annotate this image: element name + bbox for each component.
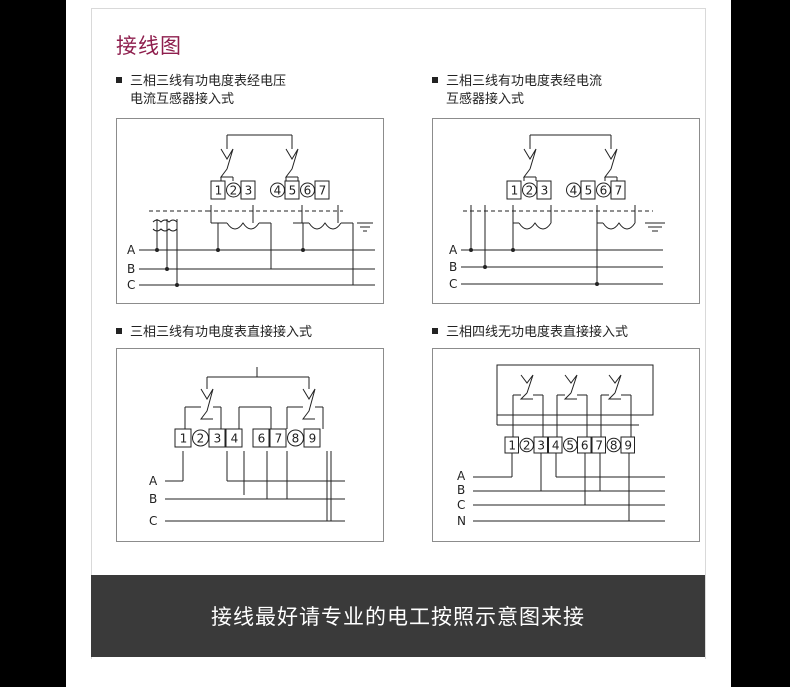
phase-label-C: C xyxy=(457,498,465,512)
terminal-3-outline xyxy=(536,180,552,200)
phase-label-A: A xyxy=(449,243,458,257)
phase-label-C: C xyxy=(149,514,157,528)
phase-label-B: B xyxy=(149,492,157,506)
footer-banner: 接线最好请专业的电工按照示意图来接 xyxy=(91,575,705,657)
bullet-icon xyxy=(432,327,438,334)
terminal-1-outline xyxy=(210,180,226,200)
terminal-2-label: 2 xyxy=(523,439,531,453)
terminal-6-label: 6 xyxy=(304,184,312,198)
terminal-3-outline xyxy=(533,436,548,454)
terminal-9-outline xyxy=(303,428,321,448)
terminal-5-outline xyxy=(580,180,596,200)
terminal-1-outline xyxy=(504,436,519,454)
terminal-7-label: 7 xyxy=(595,439,603,453)
terminal-1-label: 1 xyxy=(508,439,516,453)
terminal-9-outline xyxy=(620,436,635,454)
diagram-2-caption: 三相三线有功电度表经电流 互感器接入式 xyxy=(432,73,602,109)
terminal-7-outline xyxy=(610,180,626,200)
terminal-4-outline xyxy=(548,436,563,454)
terminal-7-outline xyxy=(591,436,606,454)
phase-label-A: A xyxy=(457,469,466,483)
terminal-6-outline xyxy=(577,436,592,454)
terminal-5-outline xyxy=(284,180,300,200)
terminal-7-label: 7 xyxy=(275,432,283,446)
terminal-3-label: 3 xyxy=(245,184,253,198)
phase-label-C: C xyxy=(449,277,457,291)
terminal-8-label: 8 xyxy=(610,439,618,453)
terminal-6-label: 6 xyxy=(258,432,266,446)
terminal-9-label: 9 xyxy=(624,439,632,453)
terminal-1-outline xyxy=(506,180,522,200)
phase-label-N: N xyxy=(457,514,466,528)
phase-label-B: B xyxy=(449,260,457,274)
terminal-2-label: 2 xyxy=(197,432,205,446)
terminal-3-label: 3 xyxy=(214,432,222,446)
terminal-4-label: 4 xyxy=(274,184,282,198)
section-title: 接线图 xyxy=(116,34,182,58)
terminal-3-outline xyxy=(208,428,226,448)
phase-label-A: A xyxy=(127,243,136,257)
bullet-icon xyxy=(116,327,122,334)
terminal-6-label: 6 xyxy=(600,184,608,198)
content-frame xyxy=(91,8,706,659)
bullet-icon xyxy=(432,76,438,83)
terminal-2-label: 2 xyxy=(526,184,534,198)
terminal-1-outline xyxy=(174,428,192,448)
terminal-4-label: 4 xyxy=(552,439,560,453)
terminal-7-outline xyxy=(314,180,330,200)
diagram-1-caption: 三相三线有功电度表经电压 电流互感器接入式 xyxy=(116,73,286,109)
terminal-3-outline xyxy=(240,180,256,200)
terminal-2-label: 2 xyxy=(230,184,238,198)
terminal-8-label: 8 xyxy=(292,432,300,446)
terminal-5-label: 5 xyxy=(585,184,593,198)
terminal-1-label: 1 xyxy=(215,184,223,198)
terminal-3-label: 3 xyxy=(541,184,549,198)
phase-label-A: A xyxy=(149,474,158,488)
phase-label-B: B xyxy=(127,262,135,276)
phase-label-B: B xyxy=(457,483,465,497)
phase-label-C: C xyxy=(127,278,135,292)
terminal-7-label: 7 xyxy=(615,184,623,198)
terminal-5-label: 5 xyxy=(566,439,574,453)
terminal-9-label: 9 xyxy=(309,432,317,446)
terminal-4-outline xyxy=(225,428,243,448)
terminal-6-outline xyxy=(252,428,270,448)
terminal-4-label: 4 xyxy=(570,184,578,198)
terminal-3-label: 3 xyxy=(537,439,545,453)
terminal-6-label: 6 xyxy=(581,439,589,453)
terminal-4-label: 4 xyxy=(231,432,239,446)
terminal-5-label: 5 xyxy=(289,184,297,198)
footer-note: 接线最好请专业的电工按照示意图来接 xyxy=(211,605,585,629)
terminal-7-outline xyxy=(269,428,287,448)
terminal-1-label: 1 xyxy=(511,184,519,198)
terminal-7-label: 7 xyxy=(319,184,327,198)
diagram-4-caption: 三相四线无功电度表直接接入式 xyxy=(432,324,628,342)
bullet-icon xyxy=(116,76,122,83)
terminal-1-label: 1 xyxy=(180,432,188,446)
diagram-3-caption: 三相三线有功电度表直接接入式 xyxy=(116,324,312,342)
